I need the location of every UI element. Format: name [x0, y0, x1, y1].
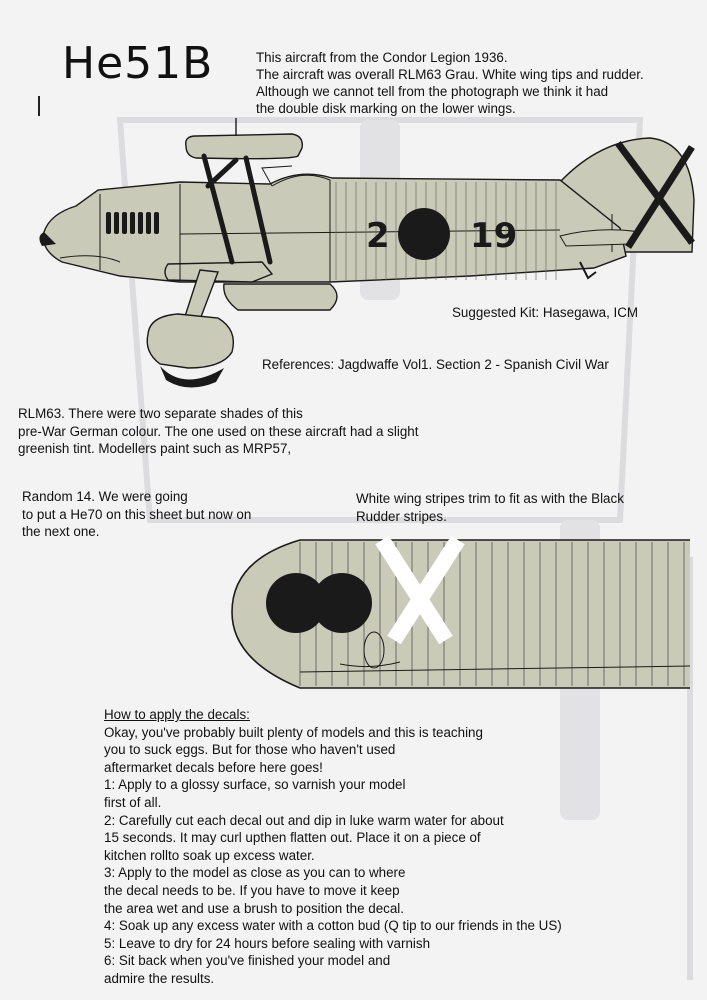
- tail-skid: [579, 261, 597, 280]
- cockpit-rim: [271, 174, 331, 187]
- suggested-kit: Suggested Kit: Hasegawa, ICM: [452, 305, 639, 320]
- margin-mark: [38, 96, 40, 116]
- intro-line: This aircraft from the Condor Legion 193…: [256, 50, 508, 65]
- white-wing-x-stripe: [387, 535, 465, 645]
- interplane-strut: [243, 155, 273, 265]
- howto-line: 4: Soak up any excess water with a cotto…: [104, 918, 562, 934]
- stripes-line: Rudder stripes.: [356, 508, 447, 524]
- random-note: Random 14. We were going to put a He70 o…: [22, 488, 251, 541]
- fuselage-code-left: 2: [366, 216, 390, 256]
- howto-line: first of all.: [104, 794, 162, 810]
- upper-wing: [185, 133, 303, 160]
- stripes-note: White wing stripes trim to fit as with t…: [356, 490, 624, 525]
- random-line: the next one.: [22, 524, 100, 539]
- howto-line: the decal needs to be. If you have to mo…: [104, 882, 400, 898]
- random-line: to put a He70 on this sheet but now on: [22, 506, 252, 522]
- howto-steps: Okay, you've probably built plenty of mo…: [104, 724, 664, 988]
- exhaust-stack: [106, 212, 111, 234]
- gear-fairing-outline: [363, 631, 385, 669]
- howto-line: kitchen rollto soak up excess water.: [104, 847, 315, 863]
- wing-trailing-edge: [299, 665, 691, 673]
- howto-line: 1: Apply to a glossy surface, so varnish…: [104, 777, 406, 793]
- howto-line: 6: Sit back when you've finished your mo…: [104, 953, 391, 969]
- exhaust-stack: [114, 212, 119, 234]
- rlm63-note: RLM63. There were two separate shades of…: [18, 405, 419, 458]
- page-title: He51B: [62, 38, 214, 89]
- stripes-line: White wing stripes trim to fit as with t…: [356, 491, 624, 506]
- wheel-tyre: [160, 366, 224, 388]
- howto-line: the area wet and use a brush to position…: [104, 900, 405, 916]
- intro-line: Although we cannot tell from the photogr…: [256, 84, 609, 99]
- rlm63-line: pre-War German colour. The one used on t…: [18, 423, 419, 439]
- wing-black-disk: [266, 573, 326, 633]
- howto-line: 5: Leave to dry for 24 hours before seal…: [104, 935, 431, 951]
- intro-line: the double disk marking on the lower win…: [256, 101, 516, 116]
- howto-line: aftermarket decals before here goes!: [104, 759, 323, 775]
- rudder-x-stripe: [615, 141, 695, 245]
- wing-black-disk: [312, 573, 372, 633]
- fuselage: [42, 173, 627, 283]
- windscreen: [261, 165, 293, 187]
- wheel-spat: [146, 313, 235, 369]
- exhaust-stack: [122, 212, 127, 234]
- howto-line: you to suck eggs. But for those who have…: [104, 742, 396, 758]
- howto-line: Okay, you've probably built plenty of mo…: [104, 724, 483, 740]
- howto-line: 2: Carefully cut each decal out and dip …: [104, 812, 504, 828]
- rlm63-line: greenish tint. Modellers paint such as M…: [18, 441, 292, 456]
- spinner: [39, 232, 56, 246]
- fuselage-black-disk: [398, 208, 450, 260]
- exhaust-stacks: [106, 212, 159, 234]
- exhaust-stack: [146, 212, 151, 234]
- rudder-x-stripe: [625, 145, 695, 249]
- fuselage-code-right: 19: [470, 216, 517, 256]
- intro-line: The aircraft was overall RLM63 Grau. Whi…: [256, 67, 644, 82]
- he51-side-profile: 2 19: [39, 118, 695, 388]
- white-wing-x-stripe: [375, 535, 453, 645]
- cabane-strut: [205, 157, 239, 189]
- interplane-strut: [201, 153, 235, 265]
- exhaust-stack: [154, 212, 159, 234]
- rlm63-line: RLM63. There were two separate shades of…: [18, 406, 303, 421]
- howto-line: 3: Apply to the model as close as you ca…: [104, 865, 406, 881]
- howto-line: admire the results.: [104, 970, 215, 986]
- intro-text: This aircraft from the Condor Legion 193…: [256, 49, 696, 117]
- exhaust-stack: [138, 212, 143, 234]
- belly-radiator: [223, 283, 338, 311]
- howto-line: 15 seconds. It may curl upthen flatten o…: [104, 830, 481, 846]
- howto-section: How to apply the decals: Okay, you've pr…: [104, 706, 664, 988]
- random-line: Random 14. We were going: [22, 489, 188, 504]
- references: References: Jagdwaffe Vol1. Section 2 - …: [262, 357, 609, 372]
- exhaust-stack: [130, 212, 135, 234]
- howto-heading: How to apply the decals:: [104, 707, 250, 722]
